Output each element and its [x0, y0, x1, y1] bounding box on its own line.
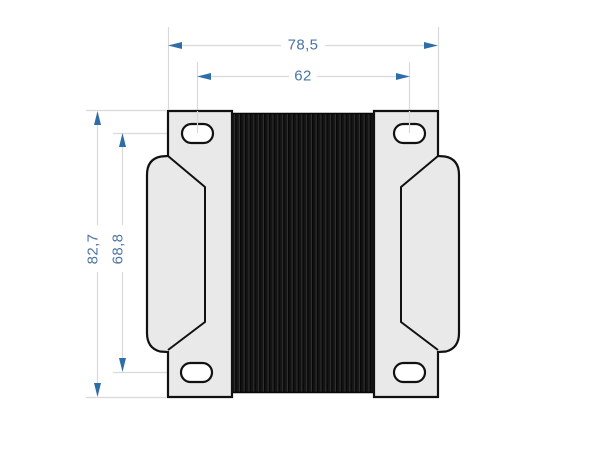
right-mounting-bracket [372, 109, 461, 399]
left-bracket-outline [145, 109, 234, 399]
left-mounting-bracket [145, 109, 234, 399]
coil-core-body [229, 113, 377, 393]
arrow-bottom-overall-height [94, 383, 101, 397]
dimension-label-overall-height: 82,7 [85, 230, 102, 268]
left-bracket-fold-line [167, 155, 206, 351]
arrow-bottom-hole-span-height [119, 358, 126, 372]
arrow-left-hole-span-width [197, 73, 211, 80]
dimension-label-overall-width: 78,5 [284, 37, 322, 53]
dimension-lines [96, 44, 436, 395]
dimension-arrows [94, 42, 438, 397]
extension-lines-overlay [196, 111, 411, 133]
arrow-right-hole-span-width [396, 73, 410, 80]
arrow-top-overall-height [94, 111, 101, 125]
arrow-left-overall-width [168, 42, 182, 49]
arrow-right-overall-width [424, 42, 438, 49]
dimension-label-hole-spacing-vertical: 68,8 [110, 230, 127, 268]
left-bottom-mounting-hole [179, 361, 214, 384]
arrow-top-hole-span-height [119, 133, 126, 147]
right-bracket-outline [372, 109, 461, 399]
extension-lines [86, 27, 440, 399]
dimension-label-hole-spacing-horizontal: 62 [291, 68, 315, 84]
right-bracket-fold-line [400, 155, 439, 351]
coil-core [228, 112, 378, 394]
right-bottom-mounting-hole [392, 361, 427, 384]
